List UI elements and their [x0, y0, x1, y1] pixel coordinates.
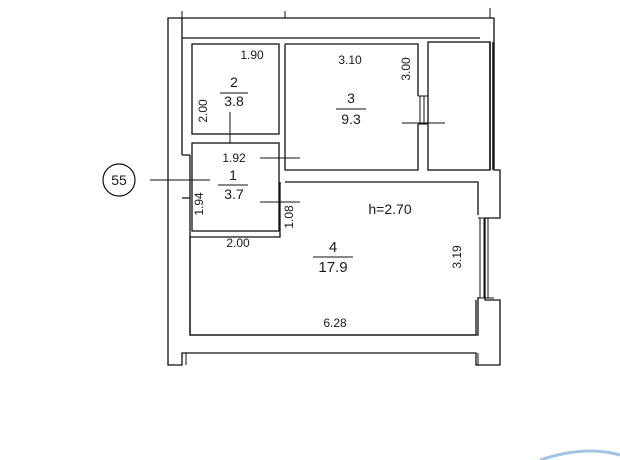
walls-interior	[182, 41, 491, 336]
room-1-area: 3.7	[224, 186, 244, 202]
dim-room1-width-top: 1.92	[222, 151, 246, 165]
room-2-id: 2	[230, 74, 238, 90]
dim-room1-side: 1.08	[282, 205, 296, 229]
leader-lines	[150, 92, 445, 258]
dim-room3-height: 3.00	[399, 57, 413, 81]
dim-room4-width: 6.28	[323, 316, 347, 330]
ceiling-height: h=2.70	[368, 201, 411, 217]
dim-room1-height: 1.94	[192, 192, 206, 216]
windows	[181, 8, 494, 365]
outer-walls	[167, 17, 501, 366]
room-3-id: 3	[347, 90, 355, 106]
room-4-area: 17.9	[318, 259, 347, 276]
building-number-badge: 55	[102, 163, 136, 197]
dim-room2-height: 2.00	[196, 99, 210, 123]
room-1-id: 1	[229, 167, 237, 183]
room-3-area: 9.3	[341, 111, 361, 127]
room-2-area: 3.8	[224, 93, 244, 109]
building-number: 55	[111, 172, 127, 188]
dim-room3-width: 3.10	[338, 53, 362, 67]
dim-room1-width-bottom: 2.00	[226, 236, 250, 250]
dim-room2-width: 1.90	[240, 48, 264, 62]
room-4-id: 4	[329, 239, 337, 256]
watermark-arc	[539, 449, 620, 460]
dim-room4-height: 3.19	[450, 245, 464, 269]
